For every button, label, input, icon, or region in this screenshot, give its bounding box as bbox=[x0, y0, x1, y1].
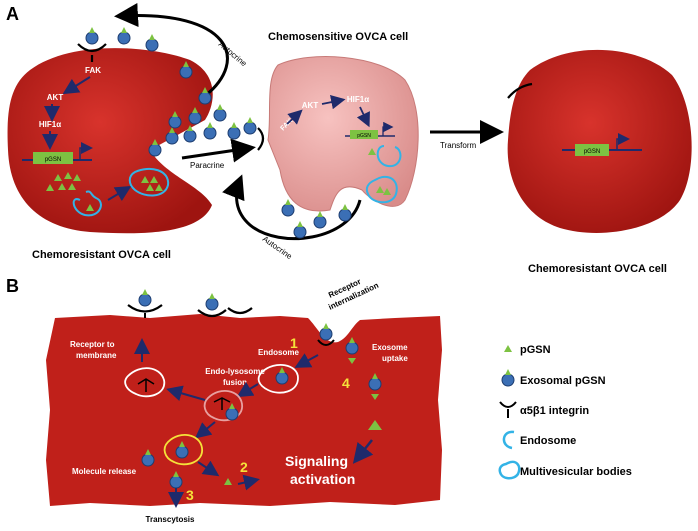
paracrine-arrow bbox=[181, 138, 256, 163]
pgsn-gene-label-left: pGSN bbox=[45, 157, 61, 163]
endosome-left bbox=[72, 190, 102, 217]
transcytosis-label: Transcytosis bbox=[146, 515, 195, 524]
mvb-left bbox=[128, 167, 170, 197]
middle-cell-title: Chemosensitive OVCA cell bbox=[268, 31, 408, 43]
molecule-release-label: Molecule release bbox=[72, 467, 137, 476]
receptor-to-membrane-1: Receptor to bbox=[70, 340, 115, 349]
mvb-middle bbox=[365, 175, 398, 204]
panel-a-label: A bbox=[6, 4, 19, 24]
signaling-activation-1: Signaling bbox=[285, 453, 348, 469]
autocrine-arrow-bottom bbox=[222, 174, 362, 241]
release-vesicle bbox=[163, 434, 203, 466]
panel-b-label: B bbox=[6, 276, 19, 296]
legend-pgsn-icon bbox=[504, 345, 512, 352]
integrin-b2 bbox=[197, 309, 227, 318]
step-number-4: 4 bbox=[342, 375, 350, 391]
integrin-receptor-middle bbox=[257, 127, 265, 151]
legend-exosome-icon bbox=[501, 368, 515, 387]
transform-label: Transform bbox=[440, 141, 476, 150]
pgsn-gene-label-right: pGSN bbox=[584, 149, 600, 155]
right-cell bbox=[507, 49, 692, 233]
legend-mvb-icon bbox=[498, 460, 521, 480]
endosome-vesicle bbox=[257, 364, 299, 394]
integrin-b1 bbox=[127, 304, 163, 313]
exosome-bound-left bbox=[85, 26, 99, 45]
legend-integrin-icon bbox=[499, 401, 517, 418]
pgsn-gene-label-middle: pGSN bbox=[357, 133, 371, 139]
mid-hif-label: HIF1α bbox=[347, 95, 369, 104]
signaling-activation-2: activation bbox=[290, 471, 355, 487]
integrin-b3 bbox=[227, 307, 253, 315]
pgsn-gene-box-middle bbox=[350, 130, 378, 139]
left-cell-title: Chemoresistant OVCA cell bbox=[32, 249, 171, 261]
legend-endosome-icon bbox=[502, 430, 515, 450]
endosome-middle bbox=[376, 145, 402, 168]
integrin-receptor-right bbox=[507, 82, 533, 99]
legend-pgsn: pGSN bbox=[520, 344, 551, 356]
autocrine-label-top: Autocrine bbox=[217, 40, 249, 69]
step-number-2: 2 bbox=[240, 459, 248, 475]
pgsn-gene-box-right bbox=[575, 144, 609, 156]
legend-mvb: Multivesicular bodies bbox=[520, 466, 632, 478]
endosome-b-label: Endosome bbox=[258, 348, 299, 357]
hif-label: HIF1α bbox=[39, 120, 61, 129]
step-number-1: 1 bbox=[290, 335, 298, 351]
endo-lysosome-1: Endo-lysosome bbox=[205, 367, 265, 376]
pgsn-gene-box-left bbox=[33, 152, 73, 164]
recycling-vesicle bbox=[124, 367, 166, 398]
integrin-b4 bbox=[317, 339, 335, 346]
fak-label: FAK bbox=[85, 66, 101, 75]
middle-cell bbox=[267, 56, 419, 212]
exosome-uptake-2: uptake bbox=[382, 354, 408, 363]
left-cell bbox=[7, 48, 213, 234]
mid-akt-label: AKT bbox=[302, 101, 319, 110]
endo-lysosome-2: fusion bbox=[223, 378, 247, 387]
akt-label: AKT bbox=[47, 93, 64, 102]
integrin-receptor-left bbox=[77, 43, 107, 53]
legend-exosomal-pgsn: Exosomal pGSN bbox=[520, 375, 606, 387]
legend-integrin: α5β1 integrin bbox=[520, 405, 589, 417]
paracrine-label: Paracrine bbox=[190, 161, 225, 170]
exosome-uptake-1: Exosome bbox=[372, 343, 408, 352]
right-cell-title: Chemoresistant OVCA cell bbox=[528, 263, 667, 275]
step-number-3: 3 bbox=[186, 487, 194, 503]
receptor-to-membrane-2: membrane bbox=[76, 351, 117, 360]
autocrine-arrow-top bbox=[114, 3, 229, 98]
legend-endosome: Endosome bbox=[520, 435, 576, 447]
